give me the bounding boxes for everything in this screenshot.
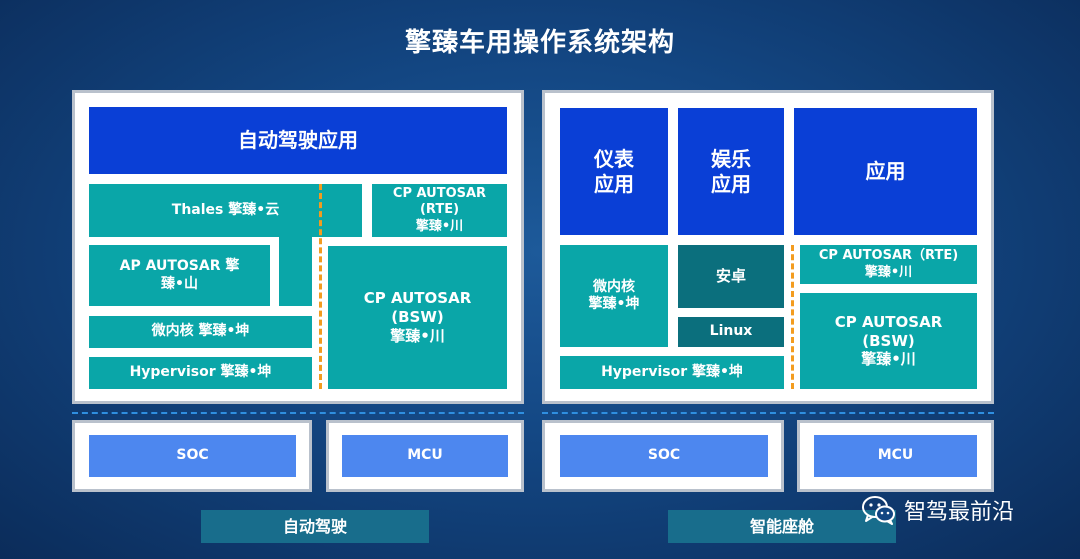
left-thales-block: Thales 擎臻•云 <box>89 184 362 237</box>
watermark-text: 智驾最前沿 <box>904 500 1015 525</box>
right-separator-dash <box>791 245 794 389</box>
left-cp-rte-block: CP AUTOSAR (RTE) 擎臻•川 <box>372 184 507 237</box>
right-domain-label: 智能座舱 <box>668 510 896 543</box>
right-cluster-app-block: 仪表 应用 <box>560 108 668 235</box>
left-mcu-block: MCU <box>342 435 508 477</box>
left-thales-region-bottom <box>279 237 312 306</box>
right-cp-rte-block: CP AUTOSAR（RTE) 擎臻•川 <box>800 245 977 284</box>
wechat-icon <box>862 495 896 525</box>
right-soc-block: SOC <box>560 435 768 477</box>
right-linux-block: Linux <box>678 317 784 347</box>
left-domain-label: 自动驾驶 <box>201 510 429 543</box>
right-entertainment-app-block: 娱乐 应用 <box>678 108 784 235</box>
right-android-block: 安卓 <box>678 245 784 308</box>
watermark: 智驾最前沿 <box>862 494 1014 526</box>
left-microkernel-block: 微内核 擎臻•坤 <box>89 316 312 348</box>
right-app-block: 应用 <box>794 108 977 235</box>
left-ap-autosar-block: AP AUTOSAR 擎 臻•山 <box>89 245 270 306</box>
left-hypervisor-block: Hypervisor 擎臻•坤 <box>89 357 312 389</box>
right-microkernel-block: 微内核 擎臻•坤 <box>560 245 668 347</box>
right-cp-bsw-block: CP AUTOSAR (BSW) 擎臻•川 <box>800 293 977 389</box>
right-mcu-block: MCU <box>814 435 977 477</box>
page-title: 擎臻车用操作系统架构 <box>404 28 675 58</box>
left-app-block: 自动驾驶应用 <box>89 107 507 174</box>
left-soc-block: SOC <box>89 435 296 477</box>
left-separator-dash <box>319 184 322 389</box>
left-cp-bsw-block: CP AUTOSAR (BSW) 擎臻•川 <box>328 246 507 389</box>
right-hypervisor-block: Hypervisor 擎臻•坤 <box>560 356 784 389</box>
right-hardware-divider <box>542 412 994 414</box>
left-hardware-divider <box>72 412 524 414</box>
